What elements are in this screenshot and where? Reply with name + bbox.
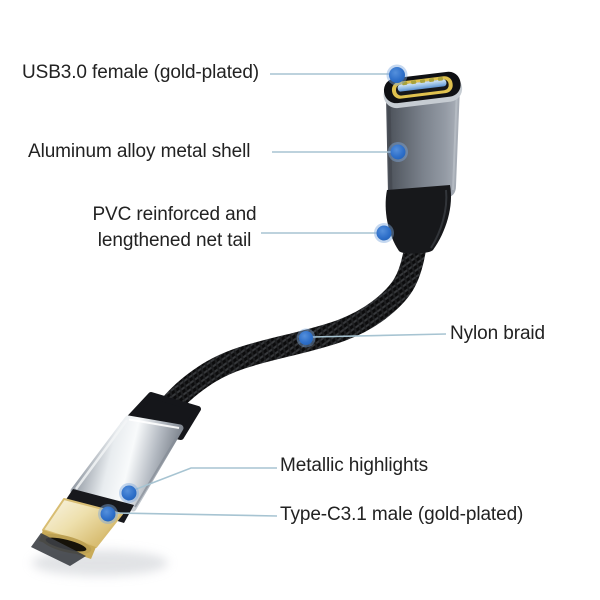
label-nylon-braid: Nylon braid <box>450 323 546 344</box>
type-c-male-connector <box>31 392 201 566</box>
callout-dot-metallic-highlights <box>119 483 139 503</box>
leader-nylon-braid <box>311 333 447 338</box>
label-metallic-highlights: Metallic highlights <box>280 455 429 476</box>
pvc-net-tail <box>385 185 452 254</box>
aluminum-shell-body <box>386 78 460 203</box>
label-typec-male: Type-C3.1 male (gold-plated) <box>280 504 524 525</box>
callout-dot-metal-shell <box>388 142 408 162</box>
label-metal-shell: Aluminum alloy metal shell <box>28 141 251 162</box>
callout-dot-usb-female <box>386 64 408 86</box>
label-pvc-tail: PVC reinforced and lengthened net tail <box>60 202 289 254</box>
callout-dot-pvc-tail <box>374 223 394 243</box>
leader-typec-male <box>114 512 278 517</box>
leader-lines <box>114 73 447 517</box>
label-pvc-tail-line2: lengthened net tail <box>97 230 252 251</box>
leader-metallic-highlights <box>133 467 277 491</box>
callout-dots <box>98 64 408 524</box>
usb-a-female-connector <box>383 71 463 254</box>
callout-dot-typec-male <box>98 504 118 524</box>
usb3-blue-tongue <box>397 79 447 92</box>
label-pvc-tail-line1: PVC reinforced and <box>92 204 257 225</box>
label-usb-female: USB3.0 female (gold-plated) <box>22 62 260 83</box>
callout-dot-nylon-braid <box>296 328 316 348</box>
nylon-braid-cable <box>152 238 426 425</box>
